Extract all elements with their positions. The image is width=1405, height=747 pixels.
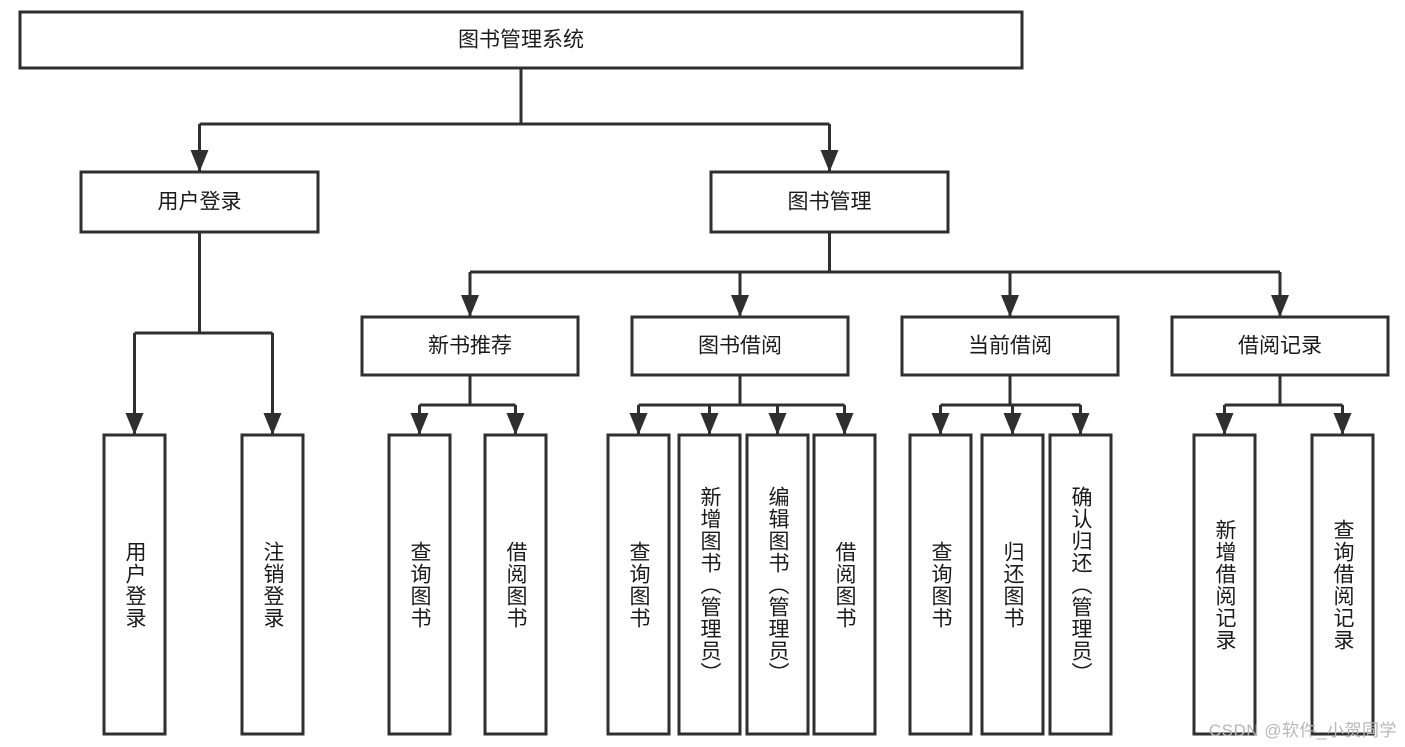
node-box-leaf-6[interactable]: [677, 433, 742, 736]
arrow-head-icon: [410, 413, 429, 435]
arrow-head-icon: [1271, 295, 1289, 317]
node-label-leaf-6: 新增图书（管理员）: [698, 485, 721, 684]
node-box-leaf-10[interactable]: [980, 433, 1045, 736]
node-box-login[interactable]: [79, 170, 320, 234]
node-label-root: 图书管理系统: [458, 29, 584, 52]
arrow-head-icon: [125, 413, 144, 435]
arrow-head-icon: [768, 413, 787, 435]
node-label-current: 当前借阅: [968, 335, 1052, 358]
node-label-records: 借阅记录: [1238, 335, 1322, 358]
connector-layer: [125, 68, 1352, 435]
node-label-leaf-2: 注销登录: [261, 540, 284, 629]
node-box-leaf-4[interactable]: [483, 433, 548, 736]
arrow-head-icon: [700, 413, 719, 435]
arrow-head-icon: [263, 413, 282, 435]
node-box-leaf-1[interactable]: [102, 433, 167, 736]
node-box-leaf-13[interactable]: [1310, 433, 1375, 736]
node-label-borrow: 图书借阅: [698, 335, 782, 358]
node-box-layer: [18, 10, 1390, 736]
arrow-head-icon: [1215, 413, 1234, 435]
arrow-head-icon: [931, 413, 950, 435]
arrow-head-icon: [190, 150, 209, 172]
node-label-leaf-3: 查询图书: [408, 540, 431, 629]
node-label-leaf-13: 查询借阅记录: [1331, 518, 1354, 651]
node-label-leaf-7: 编辑图书（管理员）: [766, 485, 789, 684]
node-box-current[interactable]: [900, 315, 1120, 377]
arrow-head-icon: [1003, 413, 1022, 435]
node-label-leaf-5: 查询图书: [627, 540, 650, 629]
node-box-leaf-7[interactable]: [745, 433, 810, 736]
arrow-head-icon: [461, 295, 479, 317]
node-label-login: 用户登录: [158, 191, 242, 214]
node-box-leaf-8[interactable]: [812, 433, 877, 736]
node-label-leaf-10: 归还图书: [1001, 540, 1024, 629]
arrow-head-icon: [1001, 295, 1019, 317]
node-label-leaf-12: 新增借阅记录: [1213, 518, 1236, 651]
node-box-leaf-12[interactable]: [1192, 433, 1257, 736]
node-label-leaf-9: 查询图书: [929, 540, 952, 629]
node-box-leaf-3[interactable]: [387, 433, 452, 736]
node-box-leaf-5[interactable]: [606, 433, 671, 736]
node-label-newbook: 新书推荐: [428, 335, 512, 358]
arrow-head-icon: [731, 295, 749, 317]
arrow-head-icon: [835, 413, 854, 435]
node-label-leaf-8: 借阅图书: [833, 540, 856, 629]
arrow-head-icon: [820, 150, 839, 172]
arrow-head-icon: [506, 413, 525, 435]
node-box-newbook[interactable]: [360, 315, 580, 377]
node-box-bookmgmt[interactable]: [709, 170, 950, 234]
node-box-borrow[interactable]: [630, 315, 850, 377]
node-label-leaf-4: 借阅图书: [504, 540, 527, 629]
node-box-records[interactable]: [1170, 315, 1390, 377]
node-label-bookmgmt: 图书管理: [788, 191, 872, 214]
node-label-leaf-11: 确认归还（管理员）: [1069, 485, 1092, 684]
node-box-root[interactable]: [18, 10, 1024, 70]
node-label-leaf-1: 用户登录: [123, 540, 146, 629]
arrow-head-icon: [1333, 413, 1352, 435]
node-box-leaf-9[interactable]: [908, 433, 973, 736]
node-box-leaf-2[interactable]: [240, 433, 305, 736]
arrow-head-icon: [1071, 413, 1090, 435]
arrow-head-icon: [629, 413, 648, 435]
node-box-leaf-11[interactable]: [1048, 433, 1113, 736]
